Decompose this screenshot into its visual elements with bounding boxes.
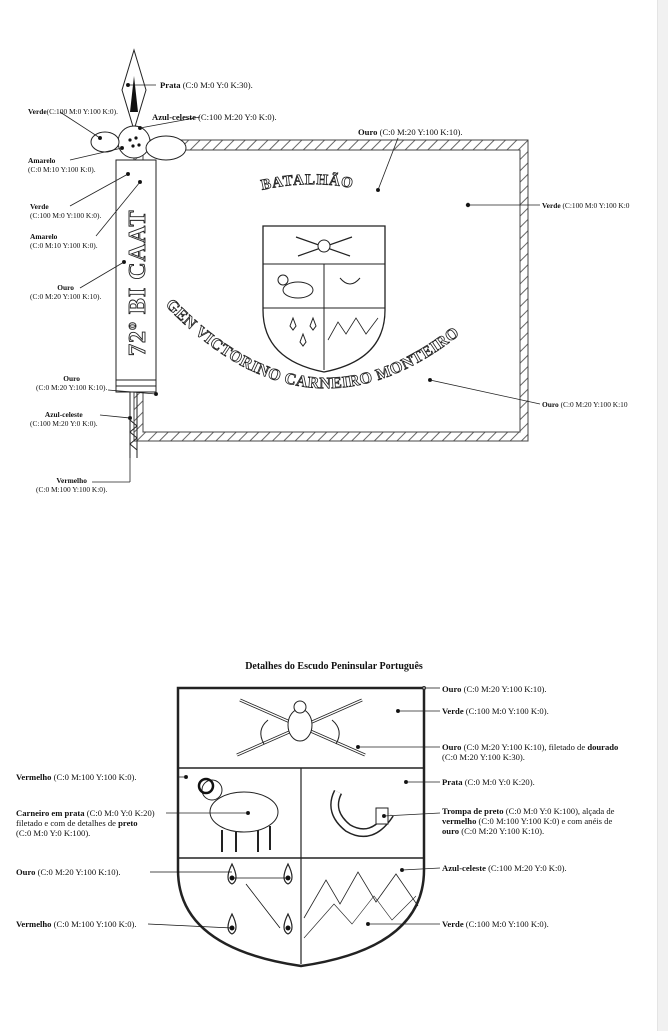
shield-callout-ouro-arms: Ouro (C:0 M:20 Y:100 K:10), filetado de … <box>442 742 619 762</box>
shield-callout-verde-bottom: Verde (C:100 M:0 Y:100 K:0). <box>442 919 549 929</box>
flag-drawing: 72º BI CAAT BATALHÃO GEN VICTORINO CARNE… <box>59 48 541 483</box>
shield-callout-vermelho-bottom: Vermelho (C:0 M:100 Y:100 K:0). <box>16 919 137 929</box>
vertical-scrollbar[interactable] <box>657 0 668 1031</box>
callout-azul-bottom: Azul-celeste(C:100 M:20 Y:0 K:0). <box>30 410 98 428</box>
callout-amarelo-1: Amarelo(C:0 M:10 Y:100 K:0). <box>28 156 96 174</box>
shield-callout-prata: Prata (C:0 M:0 Y:0 K:20). <box>442 777 535 787</box>
callout-ouro-right: Ouro (C:0 M:20 Y:100 K:10 <box>542 400 628 409</box>
arc-text-top: BATALHÃO <box>260 171 355 194</box>
shield-callout-verde-chief: Verde (C:100 M:0 Y:100 K:0). <box>442 706 549 716</box>
callout-verde-left1: Verde(C:100 M:0 Y:100 K:0). <box>28 107 118 116</box>
callout-prata-top: Prata (C:0 M:0 Y:0 K:30). <box>160 80 253 90</box>
hoist-text: 72º BI CAAT <box>125 210 151 357</box>
shield-callout-azul: Azul-celeste (C:100 M:20 Y:0 K:0). <box>442 863 567 873</box>
shield-callout-ouro-left: Ouro (C:0 M:20 Y:100 K:10). <box>16 867 121 877</box>
callout-ouro-top: Ouro (C:0 M:20 Y:100 K:10). <box>358 127 463 137</box>
callout-azul-top: Azul-celeste (C:100 M:20 Y:0 K:0). <box>152 112 277 122</box>
detail-shield <box>147 686 426 968</box>
shield-callout-ouro-top: Ouro (C:0 M:20 Y:100 K:10). <box>442 684 547 694</box>
callout-verde-left2: Verde(C:100 M:0 Y:100 K:0). <box>30 202 102 220</box>
flag-shield <box>262 225 386 373</box>
callout-ouro-left2: Ouro(C:0 M:20 Y:100 K:10). <box>36 374 108 392</box>
callout-vermelho-bottom: Vermelho(C:0 M:100 Y:100 K:0). <box>36 476 108 494</box>
shield-callout-trompa: Trompa de preto (C:0 M:0 Y:0 K:100), alç… <box>442 806 615 836</box>
shield-callout-carneiro: Carneiro em prata (C:0 M:0 Y:0 K:20)file… <box>16 808 155 838</box>
shield-title: Detalhes do Escudo Peninsular Português <box>245 661 423 672</box>
callout-amarelo-2: Amarelo(C:0 M:10 Y:100 K:0). <box>30 232 98 250</box>
callout-verde-right: Verde (C:100 M:0 Y:100 K:0 <box>542 201 630 210</box>
shield-callout-vermelho-left: Vermelho (C:0 M:100 Y:100 K:0). <box>16 772 137 782</box>
callout-ouro-left1: Ouro(C:0 M:20 Y:100 K:10). <box>30 283 102 301</box>
